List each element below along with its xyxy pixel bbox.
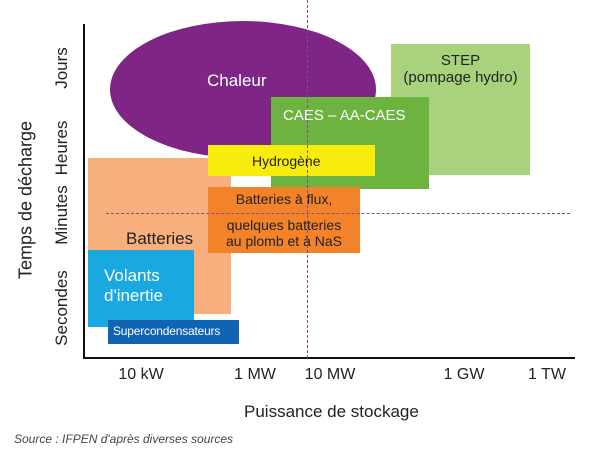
label-flux-line2: quelques batteries [226,217,342,234]
label-volants-inertie: Volants d'inertie [104,266,163,305]
label-volants-line2: d'inertie [104,285,164,305]
region-volants-inertie [88,250,194,327]
label-batteries: Batteries [126,229,194,248]
label-caes: CAES – AA-CAES [283,107,406,124]
label-hydrogene: Hydrogène [252,153,321,169]
y-tick-secondes: Secondes [52,270,71,346]
label-flux-line3: au plomb et à NaS [226,233,342,250]
label-supercondensateurs: Supercondensateurs [113,324,221,338]
label-chaleur: Chaleur [207,71,267,90]
dashed-horizontal-guide [106,213,570,214]
y-tick-heures: Heures [52,120,71,176]
dashed-vertical-guide [307,0,308,358]
label-step-line2: (pompage hydro) [403,69,518,87]
label-step: STEP (pompage hydro) [396,52,525,87]
label-step-line1: STEP [440,52,481,69]
label-batteries-flux: Batteries à flux, quelques batteries au … [208,191,360,249]
y-tick-minutes: Minutes [52,185,71,245]
region-batteries-flux [208,187,360,253]
label-volants-line1: Volants [104,266,160,285]
x-tick-10mw: 10 MW [304,366,356,383]
y-tick-jours: Jours [52,47,71,89]
x-axis-title: Puissance de stockage [244,402,419,421]
y-axis-title: Temps de décharge [15,120,36,280]
x-tick-1gw: 1 GW [443,366,485,383]
source-note: Source : IFPEN d'après diverses sources [14,432,234,446]
x-tick-1tw: 1 TW [528,366,566,383]
y-axis-line [83,24,85,359]
x-tick-1mw: 1 MW [234,366,276,383]
region-supercondensateurs [108,320,239,344]
label-flux-line1: Batteries à flux, [235,191,333,207]
region-hydrogene [208,145,375,176]
x-tick-10kw: 10 kW [118,366,164,383]
x-axis-line [83,357,575,359]
